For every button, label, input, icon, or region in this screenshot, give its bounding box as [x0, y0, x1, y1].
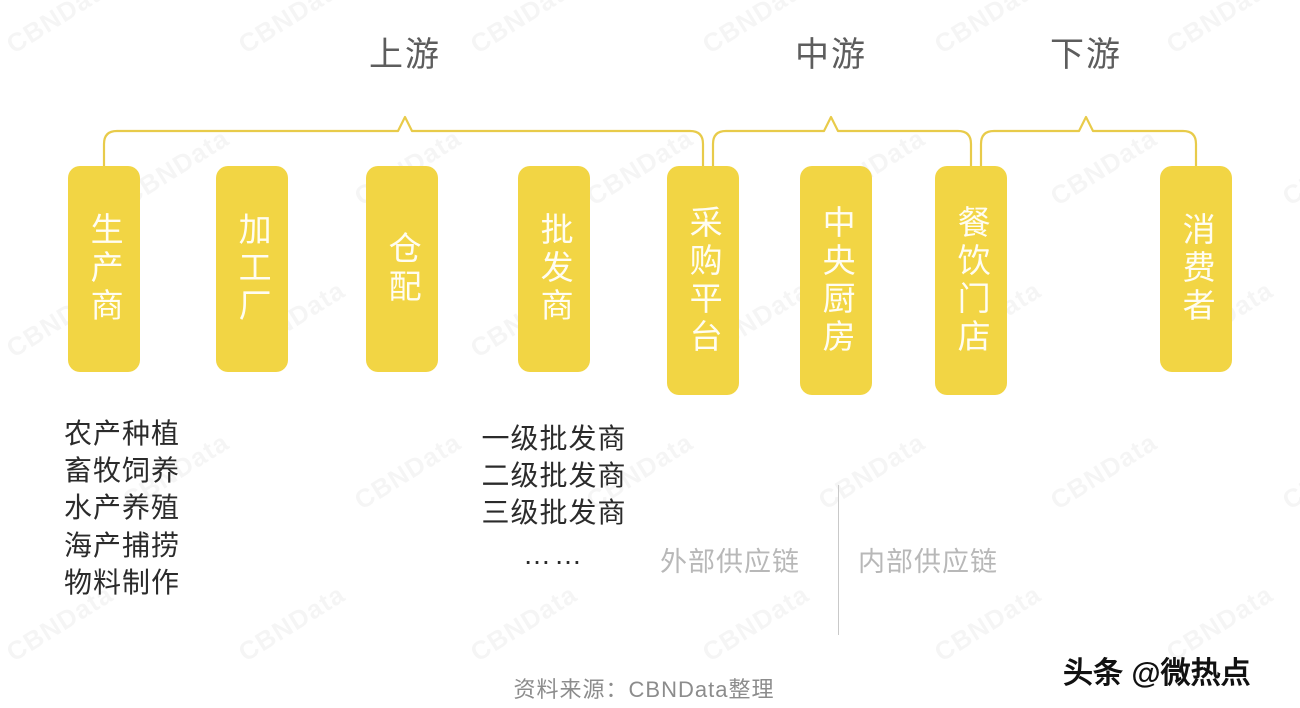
detail-line: 水产养殖	[64, 492, 181, 524]
cbndata-watermark: CBNData	[929, 579, 1047, 669]
node-central-kitchen[interactable]: 中央厨房	[800, 166, 872, 395]
node-producer[interactable]: 生产商	[68, 166, 140, 372]
supply-chain-divider	[838, 485, 839, 635]
source-note: 资料来源：CBNData整理	[513, 677, 775, 702]
detail-line: 一级批发商	[481, 423, 627, 454]
node-label-wholesaler: 批发商	[536, 212, 574, 326]
label-internal-supply-chain: 内部供应链	[858, 547, 998, 577]
stage-label-midstream: 中游	[795, 36, 867, 74]
detail-line: 海产捕捞	[64, 529, 181, 561]
node-processing-plant[interactable]: 加工厂	[216, 166, 288, 372]
node-restaurant-store[interactable]: 餐饮门店	[935, 166, 1007, 395]
detail-line: 三级批发商	[481, 497, 627, 529]
cbndata-watermark: CBNData	[1277, 427, 1300, 517]
brand-watermark: 头条 @微热点	[1063, 657, 1251, 690]
node-warehouse-distribution[interactable]: 仓配	[366, 166, 438, 372]
label-external-supply-chain: 外部供应链	[660, 547, 800, 577]
cbndata-watermark: CBNData	[1161, 0, 1279, 60]
cbndata-watermark: CBNData	[929, 0, 1047, 60]
cbndata-watermark: CBNData	[233, 0, 351, 60]
stage-label-downstream: 下游	[1050, 36, 1122, 74]
cbndata-watermark: CBNData	[465, 579, 583, 669]
cbndata-watermark: CBNData	[349, 427, 467, 517]
cbndata-watermark: CBNData	[1, 0, 119, 60]
bracket-downstream	[979, 115, 1198, 168]
node-label-restaurant-store: 餐饮门店	[953, 204, 991, 357]
node-consumer[interactable]: 消费者	[1160, 166, 1232, 372]
cbndata-watermark: CBNData	[233, 579, 351, 669]
cbndata-watermark: CBNData	[697, 579, 815, 669]
cbndata-watermark: CBNData	[1277, 123, 1300, 213]
detail-line: 畜牧饲养	[64, 455, 181, 487]
node-label-consumer: 消费者	[1178, 212, 1216, 326]
cbndata-watermark: CBNData	[465, 0, 583, 60]
node-label-procurement-platform: 采购平台	[685, 204, 723, 357]
node-label-warehouse-distribution: 仓配	[384, 231, 422, 307]
wholesaler-detail-list: 一级批发商 二级批发商 三级批发商 ……	[481, 420, 626, 573]
detail-ellipsis: ……	[522, 538, 585, 570]
node-label-processing-plant: 加工厂	[234, 212, 272, 326]
cbndata-watermark: CBNData	[0, 123, 3, 213]
node-procurement-platform[interactable]: 采购平台	[667, 166, 739, 395]
cbndata-watermark: CBNData	[1045, 427, 1163, 517]
bracket-midstream	[711, 115, 973, 168]
cbndata-watermark: CBNData	[0, 427, 3, 517]
cbndata-watermark: CBNData	[813, 427, 931, 517]
detail-line: 物料制作	[64, 566, 181, 598]
node-label-central-kitchen: 中央厨房	[818, 204, 856, 357]
stage-label-upstream: 上游	[369, 36, 441, 74]
node-label-producer: 生产商	[86, 212, 124, 326]
detail-line: 二级批发商	[481, 460, 627, 492]
node-wholesaler[interactable]: 批发商	[518, 166, 590, 372]
cbndata-watermark: CBNData	[1045, 123, 1163, 213]
bracket-upstream	[102, 115, 705, 168]
detail-line: 农产种植	[64, 418, 181, 449]
producer-detail-list: 农产种植 畜牧饲养 水产养殖 海产捕捞 物料制作	[64, 415, 180, 601]
